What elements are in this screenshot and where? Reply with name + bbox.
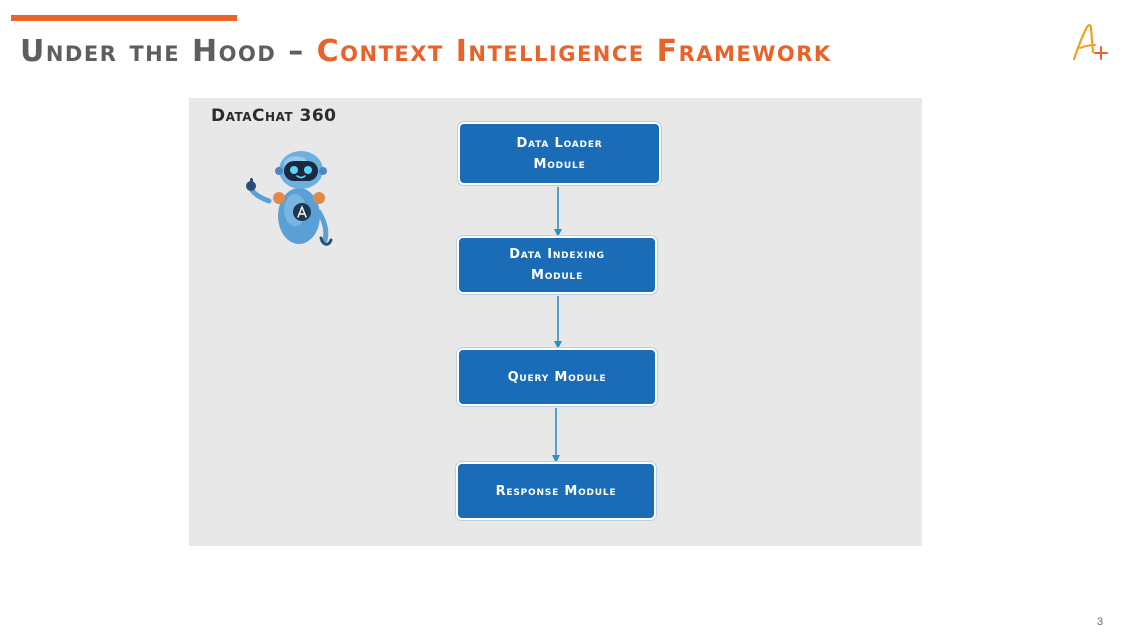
response-module: Response Module: [456, 462, 656, 520]
module-label: Query Module: [507, 369, 607, 385]
title-highlight: Context Intelligence Framework: [316, 34, 832, 69]
diagram-panel: DataChat 360: [189, 98, 922, 546]
robot-mascot-icon: [239, 146, 349, 256]
query-module: Query Module: [457, 348, 657, 406]
a-plus-logo-icon: [1068, 22, 1112, 64]
module-label-line2: Module: [530, 268, 584, 283]
panel-label: DataChat 360: [211, 106, 337, 126]
title-prefix: Under the Hood –: [20, 34, 317, 69]
accent-bar: [11, 15, 237, 21]
module-label-line1: Data Indexing: [509, 247, 605, 262]
page-title: Under the Hood – Context Intelligence Fr…: [20, 32, 832, 72]
module-label-line2: Module: [533, 156, 586, 172]
module-label-line1: Data Loader: [516, 135, 603, 151]
page-number: 3: [1097, 616, 1104, 628]
module-label: Response Module: [495, 483, 617, 499]
